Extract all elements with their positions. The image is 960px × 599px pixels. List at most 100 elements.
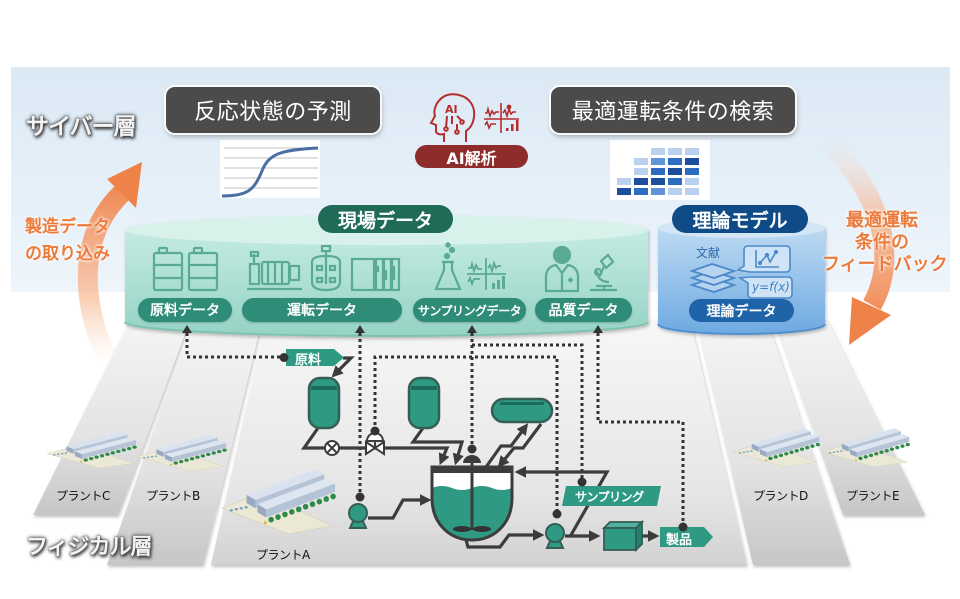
ai-analysis-badge: AI解析 <box>415 145 528 168</box>
heatmap-cell <box>685 178 699 185</box>
ai-analysis-chart-icon <box>484 103 519 133</box>
search-heatmap <box>610 140 710 200</box>
heatmap-cell <box>651 158 665 165</box>
ai-analysis-label: AI解析 <box>446 148 497 168</box>
heatmap-cell <box>668 158 682 165</box>
discharge-pump-icon <box>545 523 565 549</box>
drum-icon <box>152 246 184 292</box>
arrow-up-icon <box>467 325 477 333</box>
heatmap-cell <box>634 158 648 165</box>
process-pipes <box>300 356 660 549</box>
pump-motor-icon <box>247 250 302 291</box>
reaction-prediction-title: 反応状態の予測 <box>166 87 380 133</box>
feedback-flow-label: 最適運転 条件の フィードバック <box>822 210 948 276</box>
heatmap-cell <box>685 168 699 175</box>
sampling-tag-label: サンプリング <box>575 490 644 504</box>
physical-layer-label: フィジカル層 <box>26 535 153 560</box>
heatmap-cell <box>651 188 665 195</box>
feedback-flow-line-1: 最適運転 <box>846 210 918 231</box>
feedback-arrow-icon <box>820 134 895 345</box>
reaction-prediction-title-text: 反応状態の予測 <box>194 100 352 125</box>
shutoff-valve-icon <box>324 440 340 456</box>
sampling-data-label: サンプリングデータ <box>417 303 522 318</box>
plant-d-label: プラントD <box>753 489 808 503</box>
reactor <box>430 455 514 542</box>
ai-head-icon: AI <box>429 93 476 142</box>
heatmap-cell <box>668 168 682 175</box>
sampling-data-pill: サンプリングデータ <box>413 298 526 322</box>
prediction-curve <box>221 146 319 198</box>
control-valve-icon <box>365 432 385 456</box>
microscope-icon <box>590 253 617 292</box>
plant-e-label: プラントE <box>846 489 900 503</box>
ai-icon-text: AI <box>445 103 458 116</box>
operation-data-pill: 運転データ <box>242 298 402 322</box>
arrow-up-icon <box>593 325 603 333</box>
sampling-data-line <box>472 343 584 482</box>
optimal-condition-search-title: 最適運転条件の検索 <box>551 87 795 133</box>
heatmap-cell <box>651 178 665 185</box>
drum-icon <box>187 246 219 292</box>
floor-plant-e <box>775 320 925 515</box>
cyber-layer-label: サイバー層 <box>26 114 137 140</box>
graph-bubble-icon <box>735 245 791 273</box>
raw-material-tank-2 <box>407 376 441 430</box>
operation-data-label: 運転データ <box>287 303 357 319</box>
raw-material-tank-1 <box>307 376 341 430</box>
formula-bubble-icon <box>737 276 793 299</box>
quality-data-label: 品質データ <box>548 303 619 319</box>
sampling-tag <box>562 486 661 506</box>
heatmap-cell <box>634 168 648 175</box>
product-container-icon <box>601 519 645 553</box>
heatmap-cell <box>685 148 699 155</box>
upload-flow-line-1: 製造データ <box>25 217 110 237</box>
raw-material-tag <box>286 349 344 366</box>
literature-label: 文献 <box>696 246 721 260</box>
product-tag-label: 製品 <box>666 533 693 548</box>
heatmap-cell <box>668 148 682 155</box>
data-arrowheads <box>182 325 603 333</box>
heatmap-cell <box>651 168 665 175</box>
heatmap-cell <box>668 178 682 185</box>
raw-material-data-label: 原料データ <box>150 303 220 319</box>
heatmap-cell <box>685 188 699 195</box>
plant-b-label: プラントB <box>146 489 200 503</box>
feed-pump-icon <box>348 503 368 529</box>
measurement-points <box>279 353 688 532</box>
sampling-chart-icon <box>467 258 506 290</box>
operation-data-line <box>373 355 559 513</box>
agitator-motor-icon <box>463 455 481 463</box>
condenser-tank <box>490 397 554 424</box>
product-tag <box>660 527 713 547</box>
upload-flow-line-2: の取り込み <box>25 244 110 264</box>
data-collection-lines <box>185 333 685 527</box>
inspector-person-icon <box>544 245 580 293</box>
plant-c-label: プラントC <box>56 489 110 503</box>
floor-plant-c <box>33 320 190 515</box>
quality-data-pill: 品質データ <box>535 298 632 322</box>
heatmap-cell <box>634 188 648 195</box>
theory-data-label: 理論データ <box>706 303 777 320</box>
flask-icon <box>434 242 462 291</box>
heatmap-cell <box>617 178 631 185</box>
field-data-title: 現場データ <box>318 205 453 233</box>
heatmap-cell <box>617 188 631 195</box>
upload-flow-label: 製造データ の取り込み <box>25 214 110 268</box>
plant-a-label: プラントA <box>256 548 310 562</box>
arrow-up-icon <box>355 325 365 333</box>
theory-model-title-text: 理論モデル <box>692 209 788 232</box>
heatmap-cell <box>651 148 665 155</box>
heatmap-cell <box>634 178 648 185</box>
theory-data-pill: 理論データ <box>689 299 794 322</box>
arrow-up-icon <box>182 325 192 333</box>
raw-material-data-line <box>185 333 283 359</box>
feedback-flow-line-3: フィードバック <box>822 254 948 275</box>
control-panel-icon <box>350 257 401 292</box>
raw-material-tag-label: 原料 <box>295 353 322 368</box>
theory-model-title: 理論モデル <box>672 205 808 233</box>
formula-label: y=f(x) <box>752 280 790 294</box>
field-data-title-text: 現場データ <box>337 209 433 232</box>
reaction-prediction-chart <box>220 140 320 198</box>
heatmap-cell <box>685 158 699 165</box>
feedback-flow-line-2: 条件の <box>855 232 909 253</box>
